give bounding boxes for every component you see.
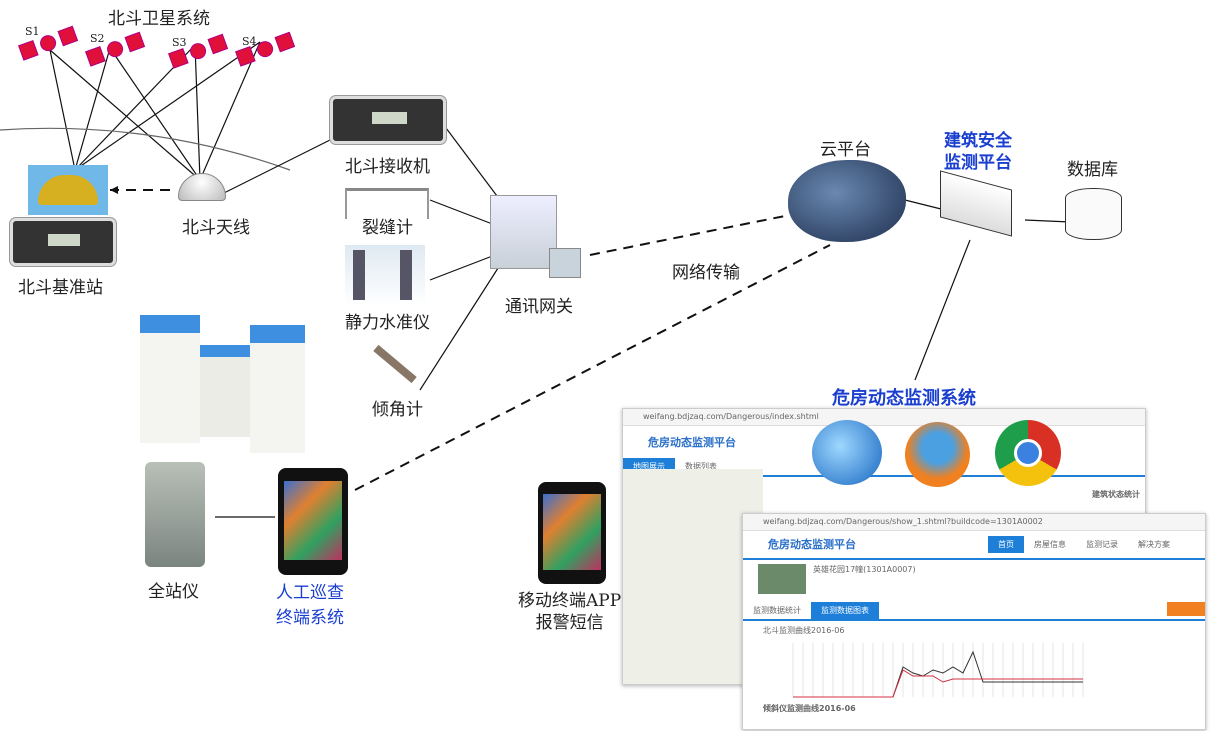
crack-meter-icon — [345, 188, 429, 219]
tab-list[interactable]: 数据列表 — [685, 462, 717, 471]
mobile-app-phone-icon — [538, 482, 606, 584]
site-logo: 危房动态监测平台 — [768, 538, 856, 551]
ie-browser-icon — [812, 420, 882, 485]
building-name: 英雄花园17幢(1301A0007) — [813, 565, 916, 574]
database-label: 数据库 — [1067, 160, 1118, 180]
section2-title: 倾斜仪监测曲线2016-06 — [763, 704, 856, 713]
address-bar[interactable]: weifang.bdjzaq.com/Dangerous/index.shtml — [623, 409, 1145, 426]
database-icon — [1065, 188, 1122, 240]
platform-label: 建筑安全监测平台 — [944, 131, 1012, 173]
base-station-antenna-icon — [28, 165, 108, 215]
gateway-icon — [490, 195, 581, 278]
network-transmission-label: 网络传输 — [672, 263, 740, 283]
system-title: 危房动态监测系统 — [832, 388, 976, 409]
cloud-label: 云平台 — [820, 140, 871, 160]
receiver-label: 北斗接收机 — [345, 157, 430, 177]
nav-house-info[interactable]: 房屋信息 — [1034, 540, 1066, 549]
monitoring-chart — [792, 643, 1084, 698]
address-bar[interactable]: weifang.bdjzaq.com/Dangerous/show_1.shtm… — [743, 514, 1205, 531]
map-view[interactable] — [623, 469, 763, 684]
inspection-phone-icon — [278, 468, 348, 575]
total-station-label: 全站仪 — [148, 582, 199, 602]
status-panel-title: 建筑状态统计 — [1092, 490, 1140, 499]
manual-inspection-label: 人工巡查终端系统 — [276, 583, 344, 628]
satellite-system-title: 北斗卫星系统 — [108, 9, 210, 29]
antenna-label: 北斗天线 — [182, 218, 250, 238]
nav-records[interactable]: 监测记录 — [1086, 540, 1118, 549]
orange-button[interactable] — [1167, 602, 1205, 616]
series-line-1 — [793, 669, 1083, 698]
base-station-receiver-icon — [10, 218, 116, 266]
chrome-browser-icon — [995, 420, 1061, 486]
browser-window-detail: weifang.bdjzaq.com/Dangerous/show_1.shtm… — [742, 513, 1206, 730]
receiver-icon — [330, 96, 446, 144]
nav-solutions[interactable]: 解决方案 — [1138, 540, 1170, 549]
cloud-icon — [788, 160, 906, 242]
firefox-browser-icon — [905, 422, 970, 487]
gateway-label: 通讯网关 — [505, 297, 573, 317]
building-icon — [140, 295, 305, 453]
chart-title: 北斗监测曲线2016-06 — [763, 626, 845, 635]
crack-meter-label: 裂缝计 — [362, 218, 413, 238]
level-gauge-label: 静力水准仪 — [345, 313, 430, 333]
total-station-icon — [145, 462, 205, 567]
subtab-stats[interactable]: 监测数据统计 — [753, 606, 801, 615]
site-logo: 危房动态监测平台 — [648, 436, 736, 449]
inclinometer-label: 倾角计 — [372, 400, 423, 420]
subtab-chart[interactable]: 监测数据图表 — [811, 602, 879, 619]
nav-home[interactable]: 首页 — [988, 536, 1024, 553]
series-line-0 — [793, 650, 1083, 698]
building-photo — [758, 564, 806, 594]
level-gauge-icon — [345, 245, 425, 305]
base-station-label: 北斗基准站 — [18, 278, 103, 298]
